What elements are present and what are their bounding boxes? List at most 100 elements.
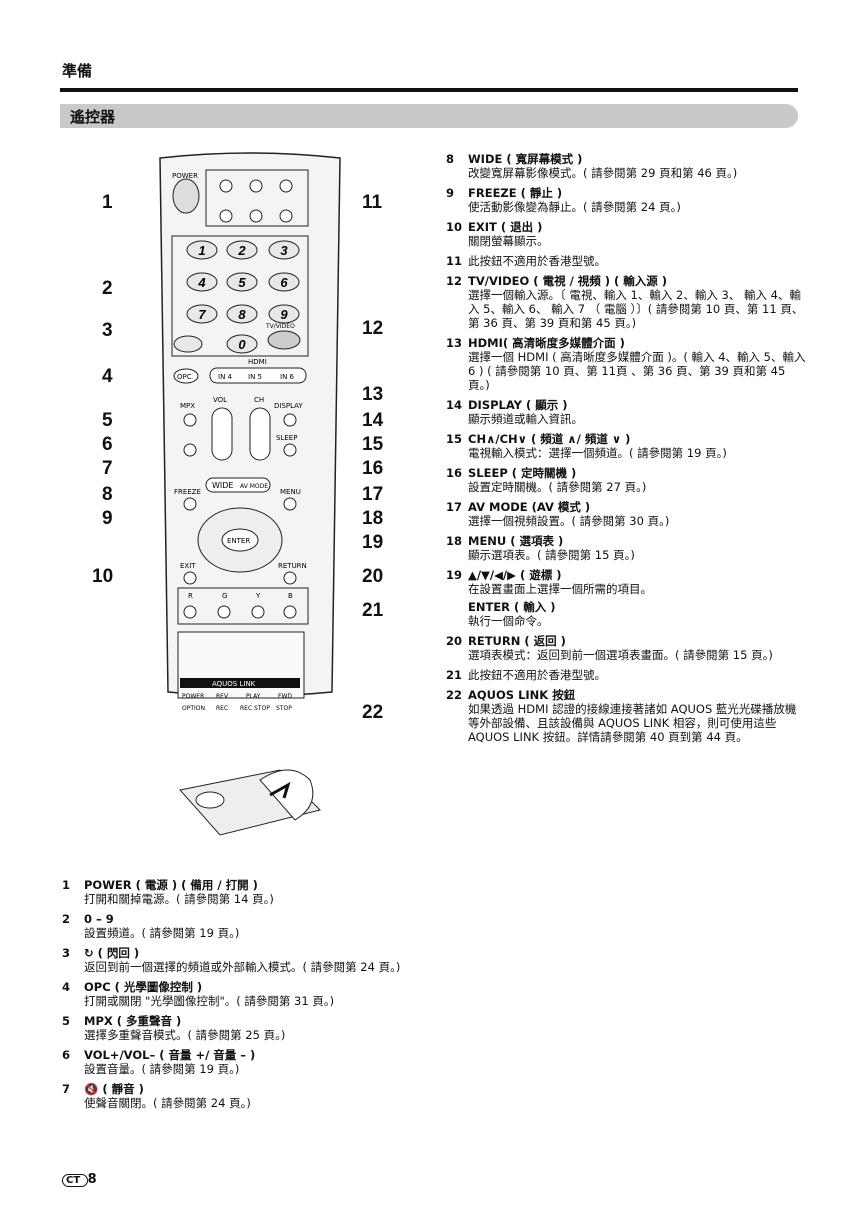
hk-buttons: [219, 179, 293, 223]
r-label: R: [188, 592, 193, 600]
item-title: MENU ( 選項表 ): [468, 534, 564, 548]
callout-22: 22: [362, 702, 384, 723]
item-title: AQUOS LINK 按鈕: [468, 688, 576, 702]
item-description: 選項表模式：返回到前一個選項表畫面。( 請參閱第 15 頁。): [468, 648, 773, 662]
page-footer: CT 8: [62, 1172, 97, 1187]
list-item: 12 TV/VIDEO ( 電視 / 視頻 ) ( 輸入源 )選擇一個輸入源。〔 …: [446, 274, 806, 330]
item-body: DISPLAY ( 顯示 )顯示頻道或輸入資訊。: [468, 398, 806, 426]
item-title: 0 – 9: [84, 912, 114, 926]
play-label: PLAY: [246, 693, 261, 700]
item-title: ▲/▼/◀/▶ ( 遊標 ): [468, 568, 562, 582]
rev-label: REV: [216, 693, 229, 700]
item-description: 改變寬屏幕影像模式。( 請參閱第 29 頁和第 46 頁。): [468, 166, 738, 180]
callout-6: 6: [102, 434, 113, 455]
item-number: 4: [62, 980, 71, 994]
digit-8: 8: [238, 307, 246, 322]
item-body: MENU ( 選項表 )顯示選項表。( 請參閱第 15 頁。): [468, 534, 806, 562]
list-item: 3↻ ( 閃回 )返回到前一個選擇的頻道或外部輸入模式。( 請參閱第 24 頁。…: [62, 946, 422, 974]
digit-9: 9: [280, 307, 288, 322]
aquos-link-label: AQUOS LINK: [212, 680, 256, 688]
item-title: TV/VIDEO ( 電視 / 視頻 ) ( 輸入源 ): [468, 274, 668, 288]
item-number: 1: [62, 878, 71, 892]
item-description: 返回到前一個選擇的頻道或外部輸入模式。( 請參閱第 24 頁。): [84, 960, 401, 974]
callout-17: 17: [362, 484, 384, 505]
list-item: 7🔇 ( 靜音 )使聲音關閉。( 請參閱第 24 頁。): [62, 1082, 422, 1110]
enter-label: ENTER: [227, 537, 250, 545]
item-title: HDMI( 高清晰度多媒體介面 ): [468, 336, 625, 350]
item-description: 此按鈕不適用於香港型號。: [468, 668, 606, 682]
callout-16: 16: [362, 458, 384, 479]
item-description: 關閉螢幕顯示。: [468, 234, 549, 248]
digit-1: 1: [198, 243, 205, 258]
item-title: RETURN ( 返回 ): [468, 634, 566, 648]
callout-2: 2: [102, 278, 113, 299]
section-title: 遙控器: [70, 108, 116, 126]
item-description: 選擇一個輸入源。〔 電視、輸入 1、輸入 2、輸入 3、 輸入 4、輸入 5、輸…: [468, 288, 804, 330]
item-body: HDMI( 高清晰度多媒體介面 )選擇一個 HDMI ( 高清晰度多媒體介面 )…: [468, 336, 806, 392]
item-body: OPC ( 光學圖像控制 )打開或關閉 "光學圖像控制"。( 請參閱第 31 頁…: [84, 980, 422, 1008]
item-number: 6: [62, 1048, 71, 1062]
item-body: 此按鈕不適用於香港型號。: [468, 668, 806, 682]
item-body: RETURN ( 返回 )選項表模式：返回到前一個選項表畫面。( 請參閱第 15…: [468, 634, 806, 662]
fwd-label: FWD: [278, 693, 292, 700]
item-description: 設置音量。( 請參閱第 19 頁。): [84, 1062, 240, 1076]
item-number: 18: [446, 534, 463, 548]
item-description: 打開或關閉 "光學圖像控制"。( 請參閱第 31 頁。): [84, 994, 335, 1008]
item-number: 5: [62, 1014, 71, 1028]
item-number: 20: [446, 634, 463, 648]
item-title: OPC ( 光學圖像控制 ): [84, 980, 203, 994]
hdmi-label: HDMI: [248, 358, 267, 366]
item-description: 使活動影像變為靜止。( 請參閱第 24 頁。): [468, 200, 681, 214]
list-item: 1 POWER ( 電源 ) ( 備用 / 打開 )打開和關掉電源。( 請參閱第 …: [62, 878, 422, 906]
item-number: 13: [446, 336, 463, 350]
item-title: FREEZE ( 靜止 ): [468, 186, 563, 200]
callout-5: 5: [102, 410, 113, 431]
item-number: 2: [62, 912, 71, 926]
item-description: 顯示頻道或輸入資訊。: [468, 412, 583, 426]
power2-label: POWER: [182, 693, 204, 700]
digit-5: 5: [238, 275, 246, 290]
y-label: Y: [255, 592, 261, 600]
remote-illustration: POWER 1 2 3 4 5 6 7 8 9 0 TV/VIDEO HDMI …: [159, 152, 341, 712]
callout-13: 13: [362, 384, 384, 405]
list-item: 4 OPC ( 光學圖像控制 )打開或關閉 "光學圖像控制"。( 請參閱第 31 …: [62, 980, 422, 1008]
in6-label: IN 6: [280, 373, 295, 381]
in4-label: IN 4: [218, 373, 233, 381]
ch-label: CH: [254, 396, 264, 404]
item-description: 此按鈕不適用於香港型號。: [468, 254, 606, 268]
callout-14: 14: [362, 410, 384, 431]
item-description: 設置頻道。( 請參閱第 19 頁。): [84, 926, 240, 940]
item-title: POWER ( 電源 ) ( 備用 / 打開 ): [84, 878, 258, 892]
callout-21: 21: [362, 600, 384, 621]
item-body: 此按鈕不適用於香港型號。: [468, 254, 806, 268]
item-number: 12: [446, 274, 463, 288]
item-description: 在設置畫面上選擇一個所需的項目。: [468, 582, 652, 596]
item-number: 21: [446, 668, 463, 682]
item-subdescription: 執行一個命令。: [468, 614, 549, 628]
b-label: B: [288, 592, 293, 600]
stop-label: STOP: [276, 705, 292, 712]
item-number: 22: [446, 688, 463, 702]
item-description: 打開和關掉電源。( 請參閱第 14 頁。): [84, 892, 274, 906]
exit-label: EXIT: [180, 562, 196, 570]
battery-illustration: [179, 769, 321, 836]
item-title: DISPLAY ( 顯示 ): [468, 398, 568, 412]
tvvideo-label: TV/VIDEO: [265, 323, 295, 330]
item-title: 🔇 ( 靜音 ): [84, 1082, 144, 1096]
header-rule: [60, 88, 798, 92]
number-buttons: [173, 240, 301, 354]
digit-6: 6: [280, 275, 288, 290]
item-body: SLEEP ( 定時關機 )設置定時關機。( 請參閱第 27 頁。): [468, 466, 806, 494]
item-body: WIDE ( 寬屏幕模式 )改變寬屏幕影像模式。( 請參閱第 29 頁和第 46…: [468, 152, 806, 180]
item-title: CH∧/CH∨ ( 頻道 ∧/ 頻道 ∨ ): [468, 432, 631, 446]
